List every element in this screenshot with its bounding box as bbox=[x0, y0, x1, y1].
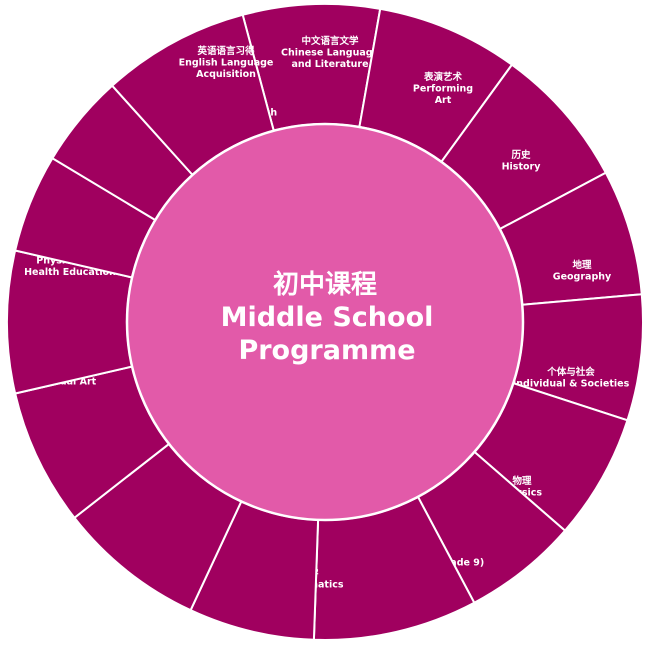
segment-label-physics: 物理 bbox=[512, 475, 532, 487]
segment-label-history: History bbox=[502, 161, 542, 172]
center-title-english-line-1: Middle School bbox=[221, 302, 434, 333]
center-title-chinese: 初中课程 bbox=[273, 270, 377, 300]
center-title-english-line-2: Programme bbox=[238, 335, 415, 366]
segment-label-geography: 地理 bbox=[572, 259, 592, 271]
segment-label-history: 历史 bbox=[511, 149, 531, 161]
segment-label-performing-art: Art bbox=[435, 95, 452, 106]
segment-label-performing-art: 表演艺术 bbox=[423, 71, 463, 83]
segment-label-chinese-language: and Literature bbox=[291, 59, 368, 70]
segment-label-individual-societies: 个体与社会 bbox=[546, 366, 595, 378]
segment-label-english-language-acquisition: English Language bbox=[179, 58, 274, 69]
segment-label-physical-health-education: Health Education bbox=[24, 267, 116, 278]
segment-label-english-language-acquisition: Acquisition bbox=[196, 69, 256, 80]
segment-label-performing-art: Performing bbox=[413, 84, 473, 95]
segment-label-chinese-language: Chinese Language bbox=[281, 48, 379, 59]
segment-label-geography: Geography bbox=[553, 271, 612, 282]
segment-label-chinese-language: 中文语言文学 bbox=[301, 35, 359, 47]
segment-label-individual-societies: Individual & Societies bbox=[513, 378, 630, 389]
center-hub bbox=[125, 122, 525, 522]
segment-label-english-language-acquisition: 英语语言习得 bbox=[197, 45, 255, 57]
